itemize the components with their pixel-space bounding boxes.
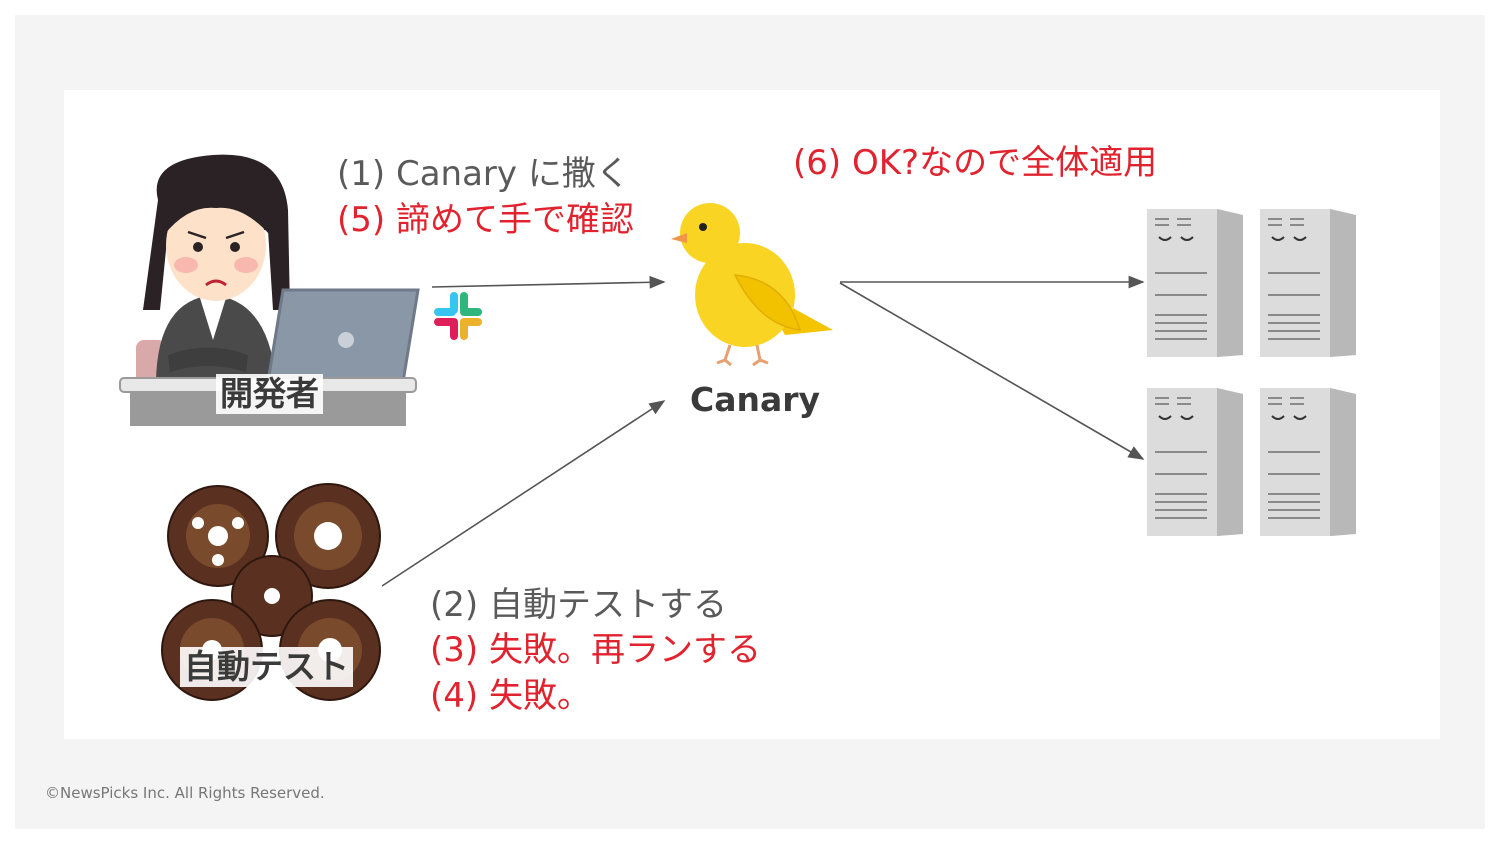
step-6-text: (6) OK?なので全体適用 (793, 143, 1158, 183)
server-icon (1260, 205, 1356, 361)
developer-illustration (119, 154, 420, 426)
step-2-text: (2) 自動テストする (430, 585, 727, 625)
auto-test-label: 自動テスト (180, 647, 353, 687)
server-icon (1260, 384, 1356, 540)
slack-icon (434, 292, 482, 340)
server-icon (1147, 384, 1243, 540)
server-icon (1147, 205, 1243, 361)
canary-label: Canary (690, 380, 821, 419)
copyright-footer: ©NewsPicks Inc. All Rights Reserved. (45, 784, 325, 802)
developer-label: 開発者 (216, 374, 323, 414)
arrow-developer-to-canary (431, 275, 666, 289)
arrow-canary-to-servers-bottom (839, 282, 1145, 460)
step-3-text: (3) 失敗。再ランする (430, 630, 761, 670)
arrow-tests-to-canary (381, 400, 666, 587)
canary-bird (671, 203, 833, 367)
step-5-text: (5) 諦めて手で確認 (337, 200, 634, 240)
step-1-text: (1) Canary に撒く (337, 154, 630, 194)
step-4-text: (4) 失敗。 (430, 676, 591, 716)
